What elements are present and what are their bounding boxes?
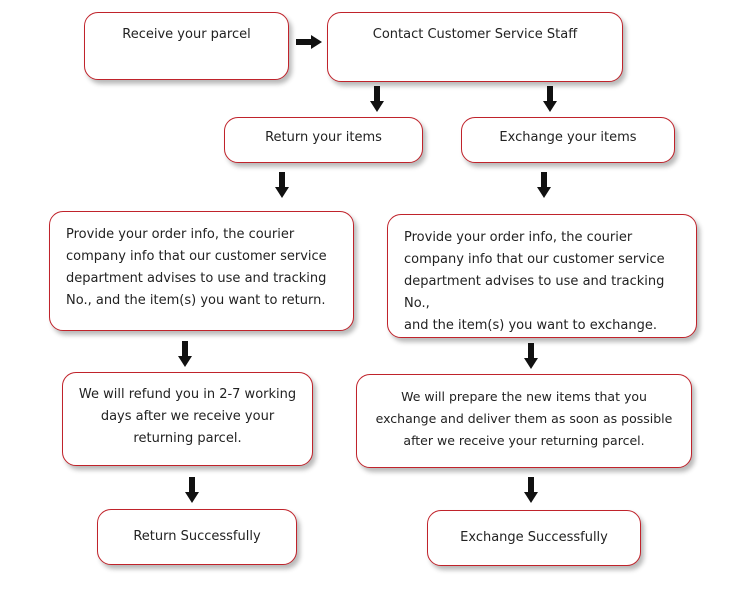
arrow-contact-to-return bbox=[370, 86, 384, 112]
arrow-refund-to-success bbox=[185, 477, 199, 503]
exchange-info-line-1: Provide your order info, the courier bbox=[404, 230, 633, 245]
node-exchange-successfully-label: Exchange Successfully bbox=[460, 530, 608, 545]
prepare-line-3: after we receive your returning parcel. bbox=[403, 433, 645, 448]
node-prepare-new-items: We will prepare the new items that you e… bbox=[356, 374, 692, 468]
node-return-order-info: Provide your order info, the courier com… bbox=[49, 211, 354, 331]
node-contact-customer-service: Contact Customer Service Staff bbox=[327, 12, 623, 82]
return-info-line-4: No., and the item(s) you want to return. bbox=[66, 293, 326, 308]
return-info-line-1: Provide your order info, the courier bbox=[66, 227, 295, 242]
refund-line-2: days after we receive your bbox=[100, 409, 275, 424]
node-exchange-items-label: Exchange your items bbox=[499, 130, 637, 145]
node-exchange-successfully: Exchange Successfully bbox=[427, 510, 641, 566]
node-return-items-label: Return your items bbox=[265, 130, 382, 145]
return-info-line-2: company info that our customer service bbox=[66, 249, 327, 264]
arrow-prepare-to-success bbox=[524, 477, 538, 503]
node-receive-parcel: Receive your parcel bbox=[84, 12, 289, 80]
arrow-return-info-to-refund bbox=[178, 341, 192, 367]
node-contact-customer-service-label: Contact Customer Service Staff bbox=[372, 27, 578, 42]
node-exchange-order-info: Provide your order info, the courier com… bbox=[387, 214, 697, 338]
arrow-exchange-info-to-prepare bbox=[524, 343, 538, 369]
exchange-info-line-2: company info that our customer service bbox=[404, 252, 665, 267]
node-refund: We will refund you in 2-7 working days a… bbox=[62, 372, 313, 466]
arrow-exchange-to-info bbox=[537, 172, 551, 198]
return-info-line-3: department advises to use and tracking bbox=[66, 271, 327, 286]
node-return-successfully-label: Return Successfully bbox=[133, 529, 261, 544]
node-exchange-items: Exchange your items bbox=[461, 117, 675, 163]
exchange-info-line-4: and the item(s) you want to exchange. bbox=[404, 318, 657, 333]
prepare-line-2: exchange and deliver them as soon as pos… bbox=[375, 411, 673, 426]
refund-line-1: We will refund you in 2-7 working bbox=[78, 387, 297, 402]
arrow-receive-to-contact bbox=[296, 35, 322, 49]
refund-line-3: returning parcel. bbox=[133, 431, 242, 446]
node-receive-parcel-label: Receive your parcel bbox=[122, 27, 251, 42]
arrow-return-to-info bbox=[275, 172, 289, 198]
arrow-contact-to-exchange bbox=[543, 86, 557, 112]
prepare-line-1: We will prepare the new items that you bbox=[401, 389, 647, 404]
node-return-items: Return your items bbox=[224, 117, 423, 163]
exchange-info-line-3: department advises to use and tracking N… bbox=[404, 274, 665, 311]
node-return-successfully: Return Successfully bbox=[97, 509, 297, 565]
